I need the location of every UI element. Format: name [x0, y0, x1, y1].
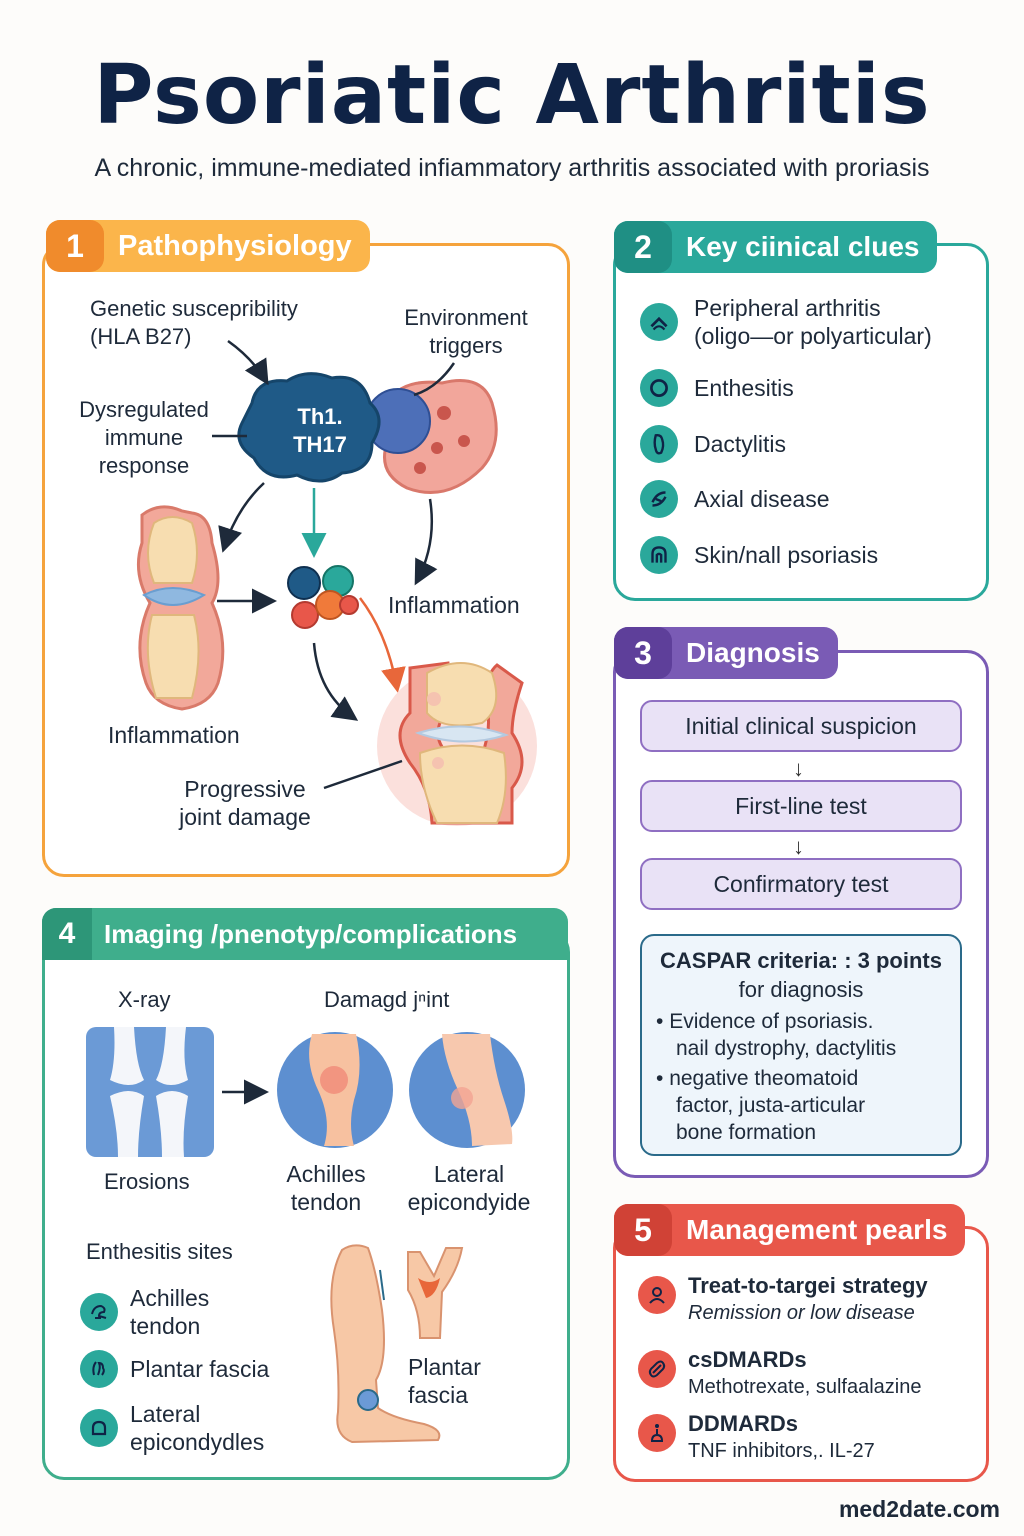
- joint-damage-label: Progressive joint damage: [179, 776, 311, 830]
- caspar-bullet-2: • negative theomatoid factor, justa-arti…: [656, 1067, 866, 1144]
- immune-response-label: Dysregulated immune response: [79, 397, 209, 478]
- spine-icon: [640, 480, 678, 518]
- caspar-title: CASPAR criteria: : 3 points for diagnosi…: [660, 948, 942, 1002]
- panel3-header: 3 Diagnosis: [614, 627, 838, 679]
- plantar-fascia-label: Plantar fascia: [408, 1354, 481, 1408]
- mgmt-treat-to-target: Treat-to-targei strategy Remission or lo…: [638, 1272, 928, 1326]
- caspar-box: [640, 934, 962, 1156]
- clue-peripheral-arthritis: Peripheral arthritis (oligo—or polyartic…: [640, 294, 932, 350]
- syringe-icon: [638, 1414, 676, 1452]
- panel4-title: Imaging /pnenotyp/complications: [104, 918, 518, 949]
- achilles-tendon-label: Achilles tendon: [286, 1161, 366, 1215]
- pathophysiology-illustration: [136, 339, 537, 826]
- inflammation-right-label: Inflammation: [388, 592, 520, 618]
- caspar-bullet-1: • Evidence of psoriasis. nail dystrophy,…: [656, 1010, 897, 1060]
- xray-image: [86, 1027, 214, 1157]
- pill-icon: [638, 1350, 676, 1388]
- xray-label: X-ray: [118, 987, 171, 1012]
- erosions-label: Erosions: [104, 1169, 190, 1194]
- clue-enthesitis: Enthesitis: [640, 369, 794, 407]
- imaging-illustration: [86, 1027, 525, 1444]
- chevron-icon: [640, 303, 678, 341]
- mgmt-csdmards: csDMARDs Methotrexate, sulfaalazine: [638, 1346, 921, 1400]
- achilles-tendon-image: [277, 1032, 393, 1148]
- foot-icon: [80, 1350, 118, 1388]
- cytokine-cluster: [287, 565, 359, 629]
- panel5-title: Management pearls: [686, 1214, 948, 1245]
- th-cell-label: Th1. TH17: [293, 404, 347, 457]
- panel3-title: Diagnosis: [686, 637, 820, 668]
- panel1-header: 1 Pathophysiology: [46, 220, 370, 272]
- panel4-number: 4: [42, 908, 92, 960]
- step-initial-suspicion: Initial clinical suspicion: [640, 700, 962, 752]
- panel-imaging: [42, 930, 570, 1480]
- step-arrow-2: ↓: [793, 834, 804, 859]
- panel-clinical-clues: [613, 243, 989, 601]
- page-title: Psoriatic Arthritis: [93, 48, 931, 143]
- panel4-header: 4 Imaging /pnenotyp/complications: [42, 908, 568, 960]
- clue-skin-nail-psoriasis: Skin/nall psoriasis: [640, 536, 878, 574]
- panel5-number: 5: [614, 1204, 672, 1256]
- footer-site: med2date.com: [838, 1496, 1000, 1522]
- knee-joint-illustration: [136, 505, 225, 711]
- panel2-header: 2 Key ciinical clues: [614, 221, 938, 273]
- site-plantar-fascia: Plantar fascia: [80, 1350, 269, 1388]
- heel-icon: [80, 1293, 118, 1331]
- panel2-number: 2: [614, 221, 672, 273]
- leg-illustration: [330, 1244, 441, 1444]
- damaged-joint-illustration: [377, 661, 537, 826]
- site-achilles-tendon: Achilles tendon: [80, 1284, 209, 1340]
- environment-label: Environment triggers: [404, 305, 528, 358]
- step-first-line-test: First-line test: [640, 780, 962, 832]
- clue-dactylitis: Dactylitis: [640, 425, 786, 463]
- th-cell-cloud: [237, 372, 381, 483]
- inflammation-left-label: Inflammation: [108, 722, 240, 748]
- clue-axial-disease: Axial disease: [640, 480, 830, 518]
- site-lateral-epicondyles: Lateral epicondydles: [80, 1400, 264, 1456]
- enthesitis-sites-title: Enthesitis sites: [86, 1239, 233, 1264]
- lateral-epicondyle-image: [409, 1032, 525, 1148]
- nail-icon: [640, 536, 678, 574]
- panel-management: [613, 1226, 989, 1482]
- panel1-title: Pathophysiology: [118, 229, 352, 262]
- panel1-number: 1: [46, 220, 104, 272]
- panel2-title: Key ciinical clues: [686, 231, 920, 262]
- page-subtitle: A chronic, immune-mediated infiammatory …: [94, 154, 930, 182]
- elbow-illustration: [407, 1247, 464, 1339]
- finger-icon: [640, 425, 678, 463]
- panel3-number: 3: [614, 627, 672, 679]
- ring-icon: [640, 369, 678, 407]
- mgmt-bdmards: DDMARDs TNF inhibitors,. IL-27: [638, 1410, 875, 1464]
- genetic-label: Genetic suscepribility (HLA B27): [90, 296, 298, 349]
- elbow-icon: [80, 1409, 118, 1447]
- step-confirmatory-test: Confirmatory test: [640, 858, 962, 910]
- step-arrow-1: ↓: [793, 756, 804, 781]
- target-icon: [638, 1276, 676, 1314]
- damaged-joint-label: Damagd jⁿint: [324, 987, 450, 1012]
- panel5-header: 5 Management pearls: [614, 1204, 966, 1256]
- lateral-epicondyle-label: Lateral epicondyide: [407, 1161, 531, 1215]
